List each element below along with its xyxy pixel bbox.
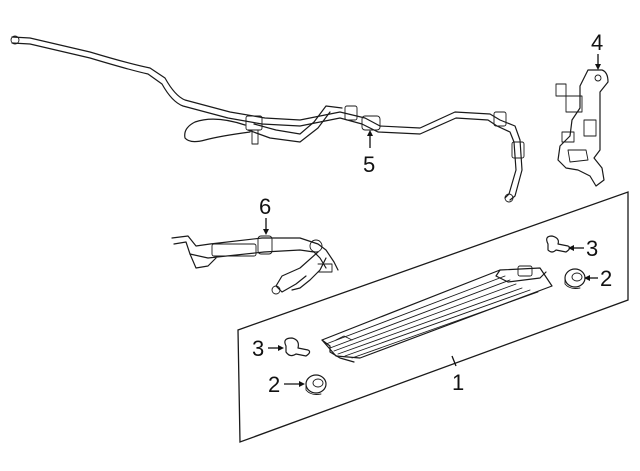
callout-label: 2 bbox=[600, 266, 612, 291]
cooler-panel bbox=[237, 191, 629, 443]
callout-grommet-right: 2 bbox=[584, 266, 612, 291]
callout-cooler: 1 bbox=[451, 355, 464, 395]
callout-clip-left: 3 bbox=[252, 336, 284, 361]
oil-cooler bbox=[321, 265, 553, 363]
callout-clip-right: 3 bbox=[568, 236, 598, 261]
callout-label: 3 bbox=[252, 336, 264, 361]
callout-label: 3 bbox=[586, 236, 598, 261]
inlet-hose bbox=[171, 235, 339, 295]
callout-label: 1 bbox=[452, 370, 464, 395]
callout-outlet-tube: 5 bbox=[363, 130, 375, 177]
callout-bracket: 4 bbox=[591, 30, 603, 70]
mounting-bracket bbox=[555, 69, 609, 187]
retaining-clip-right bbox=[546, 235, 571, 253]
callout-label: 4 bbox=[591, 30, 603, 55]
grommet-left bbox=[305, 374, 327, 395]
retaining-clip-left bbox=[284, 337, 311, 357]
outlet-tube bbox=[10, 35, 525, 203]
callout-inlet-hose: 6 bbox=[259, 194, 271, 235]
callout-label: 2 bbox=[268, 372, 280, 397]
callout-label: 5 bbox=[363, 152, 375, 177]
callout-label: 6 bbox=[259, 194, 271, 219]
callout-grommet-left: 2 bbox=[268, 372, 305, 397]
